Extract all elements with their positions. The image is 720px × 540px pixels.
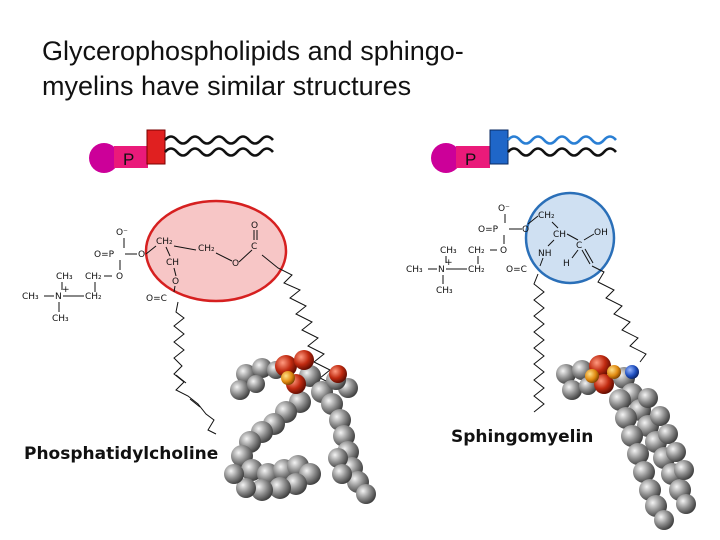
pc-ch2-b: CH₂ bbox=[85, 292, 102, 302]
pc-fatty-chain-1 bbox=[164, 135, 274, 145]
pc-ch2-a: CH₂ bbox=[85, 272, 102, 282]
sm-ch2-a: CH₂ bbox=[468, 246, 485, 256]
sm-sphingosine-block bbox=[489, 129, 509, 165]
pc-o-minus: O⁻ bbox=[116, 228, 128, 238]
pc-ester-c: C bbox=[251, 242, 257, 252]
pc-head-circle bbox=[89, 143, 119, 173]
pc-gly-ch2: CH₂ bbox=[156, 237, 173, 247]
sm-o-bridge-2: O bbox=[500, 246, 507, 256]
pc-o-eq-p: O=P bbox=[94, 250, 115, 260]
pc-ch3-left: CH₃ bbox=[22, 292, 39, 302]
sm-sph-ch2: CH₂ bbox=[538, 211, 555, 221]
pc-chain-2-zigzag bbox=[173, 301, 217, 435]
sm-sph-ch: CH bbox=[553, 230, 566, 240]
sm-o-minus: O⁻ bbox=[498, 204, 510, 214]
sm-fatty-chain bbox=[507, 147, 617, 157]
sm-sphingosine-zigzag bbox=[591, 265, 647, 363]
pc-sn2-oc: O=C bbox=[146, 294, 167, 304]
sm-ch3-bottom: CH₃ bbox=[436, 286, 453, 296]
sm-n: N bbox=[438, 265, 445, 275]
sm-o-eq-p: O=P bbox=[478, 225, 499, 235]
pc-n-plus: + bbox=[62, 285, 70, 295]
pc-sn2-o: O bbox=[172, 277, 179, 287]
sm-sphingosine-chain bbox=[507, 135, 617, 145]
pc-glycerol-block bbox=[146, 129, 166, 165]
pc-glycerol-highlight bbox=[144, 199, 288, 303]
sm-h: H bbox=[563, 259, 570, 269]
title-line-1: Glycerophospholipids and sphingo- bbox=[42, 36, 464, 66]
pc-structure: O⁻ O=P O O CH₂ CH₃ CH₃ N + CH₂ CH₃ CH₂ C… bbox=[22, 199, 351, 435]
sm-ch3-left: CH₃ bbox=[406, 265, 423, 275]
pc-o-bridge-1: O bbox=[138, 250, 145, 260]
title-line-2: myelins have similar structures bbox=[42, 71, 412, 101]
sm-nh: NH bbox=[538, 249, 552, 259]
sphingomyelin-caption: Sphingomyelin bbox=[451, 427, 594, 447]
sm-ch3-top: CH₃ bbox=[440, 246, 457, 256]
sm-schematic: P bbox=[431, 129, 617, 173]
pc-carbonyl-o: O bbox=[251, 221, 258, 231]
pc-space-filling-model bbox=[224, 350, 376, 504]
sm-n-plus: + bbox=[445, 258, 453, 268]
sm-fatty-zigzag bbox=[533, 273, 545, 413]
pc-schematic: P bbox=[89, 129, 274, 173]
pc-p-label: P bbox=[123, 150, 134, 169]
sm-structure: O⁻ O=P O O CH₂ CH₃ CH₃ N + CH₂ CH₃ CH₂ C… bbox=[406, 191, 647, 413]
pc-gly-ch: CH bbox=[166, 258, 179, 268]
pc-ch3-top: CH₃ bbox=[56, 272, 73, 282]
sm-phosphate-box bbox=[456, 146, 490, 168]
pc-ch3-bottom: CH₃ bbox=[52, 314, 69, 324]
sm-oh: OH bbox=[594, 228, 608, 238]
pc-gly-ch2-ester: CH₂ bbox=[198, 244, 215, 254]
sm-p-label: P bbox=[465, 150, 476, 169]
pc-phosphate-box bbox=[114, 146, 148, 168]
sm-ch2-b: CH₂ bbox=[468, 265, 485, 275]
pc-n: N bbox=[55, 292, 62, 302]
sm-amide-oc: O=C bbox=[506, 265, 527, 275]
pc-fatty-chain-2 bbox=[164, 147, 274, 157]
pc-o-bridge-2: O bbox=[116, 272, 123, 282]
sm-space-filling-model bbox=[556, 355, 696, 530]
sm-head-circle bbox=[431, 143, 461, 173]
sm-o-bridge-1: O bbox=[522, 225, 529, 235]
sm-sph-c: C bbox=[576, 241, 582, 251]
sm-sphingosine-highlight bbox=[524, 191, 616, 285]
slide-title: Glycerophospholipids and sphingo- myelin… bbox=[42, 34, 682, 104]
pc-ester-o: O bbox=[232, 259, 239, 269]
phosphatidylcholine-caption: Phosphatidylcholine bbox=[24, 444, 219, 464]
